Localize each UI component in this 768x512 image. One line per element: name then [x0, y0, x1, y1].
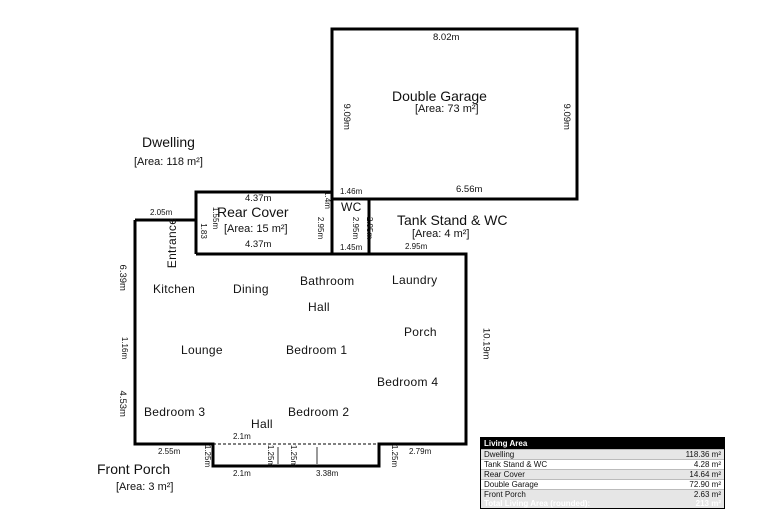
porch-label: Porch	[404, 325, 437, 339]
rear-cover-walls	[194, 190, 332, 254]
dim-porch-inner-left: 1.25m	[266, 444, 276, 468]
dim-porch-inner-right: 1.25m	[289, 444, 299, 468]
bedroom3-label: Bedroom 3	[144, 405, 206, 419]
dim-left-lower: 4.53m	[116, 390, 128, 417]
dim-rear-cover-top: 4.37m	[245, 193, 272, 204]
dim-rear-cover-left: 1.83	[198, 223, 208, 239]
dim-garage-left: 9.09m	[340, 103, 352, 130]
dim-rear-cover-bottom: 4.37m	[245, 239, 272, 250]
wc-walls	[330, 199, 371, 254]
dim-left-upper: 6.39m	[116, 264, 128, 291]
tank-stand-label: Tank Stand & WC	[397, 212, 508, 228]
laundry-label: Laundry	[392, 273, 438, 287]
wc-label: WC	[341, 200, 362, 214]
hall-upper-label: Hall	[308, 300, 330, 314]
dwelling-walls	[133, 218, 468, 468]
total-value: 213 m²	[695, 499, 721, 508]
garage-walls	[330, 27, 579, 201]
row-value: 72.90 m²	[689, 480, 721, 489]
dim-bottom-left: 2.55m	[158, 447, 181, 456]
bathroom-label: Bathroom	[300, 274, 355, 288]
bedroom2-label: Bedroom 2	[288, 405, 350, 419]
row-label: Rear Cover	[484, 470, 525, 479]
dim-wc-left: 2.95m	[351, 216, 361, 240]
front-porch-label: Front Porch	[97, 461, 171, 477]
total-row: Total Living Area (rounded): 213 m²	[481, 499, 724, 508]
dim-porch-bottom-right: 3.38m	[316, 469, 339, 478]
kitchen-label: Kitchen	[153, 282, 196, 296]
dim-left-top: 2.05m	[150, 208, 173, 217]
dim-wc-right: 2.95m	[365, 216, 375, 240]
row-label: Double Garage	[484, 480, 539, 489]
row-label: Tank Stand & WC	[484, 460, 548, 469]
dim-left-mid: 1.16m	[120, 336, 130, 360]
bedroom4-label: Bedroom 4	[377, 375, 439, 389]
dwelling-label: Dwelling	[142, 134, 195, 150]
front-porch-area: [Area: 3 m²]	[116, 481, 174, 493]
dim-garage-bottom-left: 1.46m	[340, 187, 363, 196]
hall-lower-label: Hall	[251, 417, 273, 431]
garage-label: Double Garage	[392, 88, 487, 104]
row-value: 4.28 m²	[693, 460, 721, 469]
garage-area: [Area: 73 m²]	[415, 103, 479, 115]
row-value: 118.36 m²	[685, 450, 721, 459]
dim-garage-top: 8.02m	[433, 32, 460, 43]
entrance-label: Entrance	[165, 217, 180, 269]
dim-rear-cover-right: 2.95m	[316, 216, 326, 240]
lounge-label: Lounge	[181, 343, 223, 357]
table-row: Tank Stand & WC 4.28 m²	[481, 459, 724, 469]
dim-notch-right: 1.25m	[390, 444, 400, 468]
dim-porch-top: 2.1m	[233, 432, 251, 441]
dwelling-area: [Area: 118 m²]	[134, 156, 203, 168]
dim-rear-cover-left2: 1.55m	[211, 206, 221, 230]
rear-cover-area: [Area: 15 m²]	[224, 223, 288, 235]
dim-right-side: 10.19m	[480, 327, 492, 360]
living-area-rows: Dwelling 118.36 m² Tank Stand & WC 4.28 …	[481, 449, 724, 499]
table-row: Front Porch 2.63 m²	[481, 489, 724, 499]
table-row: Dwelling 118.36 m²	[481, 449, 724, 459]
dim-porch-left: 1.25m	[203, 444, 213, 468]
table-row: Double Garage 72.90 m²	[481, 479, 724, 489]
dim-wc-top: 1.4m	[322, 191, 332, 209]
rear-cover-label: Rear Cover	[217, 204, 289, 220]
row-value: 14.64 m²	[689, 470, 721, 479]
dim-wc-bottom: 1.45m	[340, 243, 363, 252]
living-area-header: Living Area	[481, 438, 724, 449]
row-label: Dwelling	[484, 450, 515, 459]
total-label: Total Living Area (rounded):	[484, 499, 591, 508]
dim-garage-bottom: 6.56m	[456, 184, 483, 195]
table-row: Rear Cover 14.64 m²	[481, 469, 724, 479]
bedroom1-label: Bedroom 1	[286, 343, 348, 357]
tank-stand-area: [Area: 4 m²]	[412, 228, 470, 240]
dim-porch-bottom: 2.1m	[233, 469, 251, 478]
dining-label: Dining	[233, 282, 269, 296]
row-label: Front Porch	[484, 490, 526, 499]
living-area-table: Living Area Dwelling 118.36 m² Tank Stan…	[480, 437, 725, 509]
dim-bottom-right: 2.79m	[409, 447, 432, 456]
dim-garage-right: 9.09m	[560, 103, 572, 130]
dim-right-top: 2.95m	[405, 242, 428, 251]
row-value: 2.63 m²	[693, 490, 721, 499]
